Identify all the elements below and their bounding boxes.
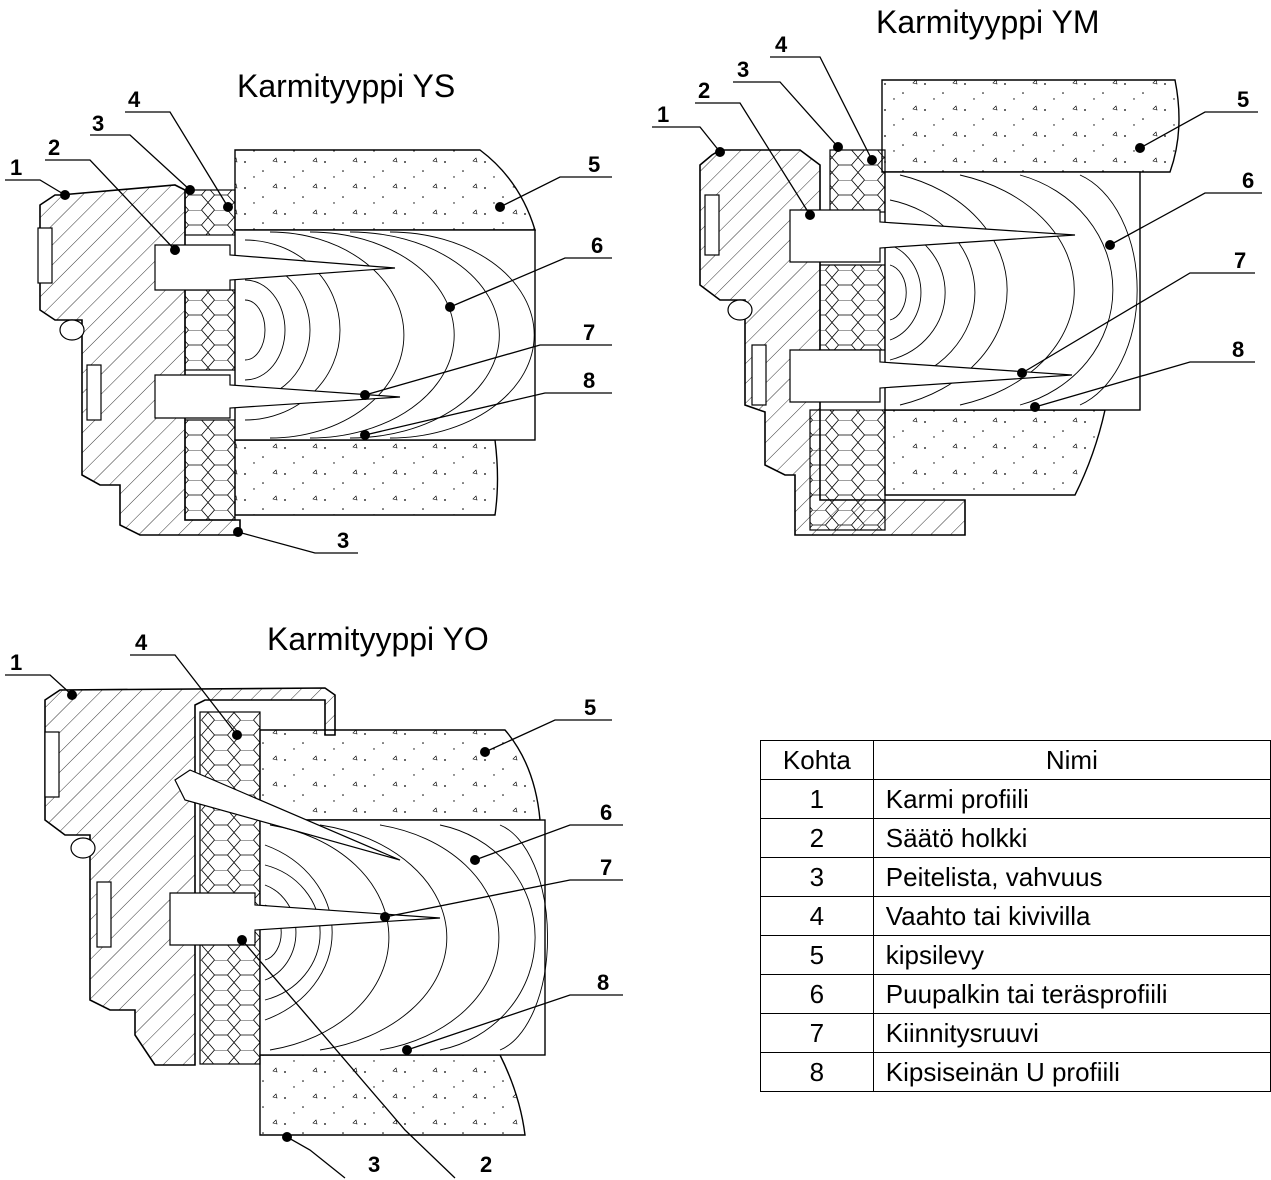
ym-gypsum-bottom [884,409,1106,496]
yo-leaders [5,654,623,1179]
ym-label-1: 1 [657,102,669,127]
ym-screw-2 [789,349,1073,403]
legend-kohta: 4 [760,896,874,936]
ys-label-3: 3 [92,111,104,136]
diagram-ym: Karmityyppi YM [652,4,1262,536]
legend-kohta: 5 [760,935,874,975]
ym-dots [715,142,1145,412]
ys-dots [60,185,505,537]
ym-frame-slot-2 [751,344,767,406]
ys-leaders [5,111,612,554]
ys-label-8: 8 [583,368,595,393]
legend-header-nimi: Nimi [872,740,1271,780]
ys-insulation-bottom [184,419,236,521]
ym-label-3: 3 [737,57,749,82]
legend-kohta: 1 [760,779,874,819]
legend-kohta: 8 [760,1052,874,1092]
ym-stud-rings [889,174,1138,406]
ym-label-4: 4 [775,32,788,57]
ys-seal [59,319,85,341]
ym-insulation-bottom [809,409,886,531]
legend-header-row: Kohta Nimi [760,740,1271,780]
ys-gypsum-bottom [234,439,499,516]
legend-nimi: Puupalkin tai teräsprofiili [872,974,1271,1014]
legend-nimi: Kipsiseinän U profiili [872,1052,1271,1092]
ys-frame-slot-1 [37,227,53,284]
diagram-yo-title: Karmityyppi YO [267,621,489,657]
yo-frame-slot-1 [44,731,60,798]
legend-kohta: 3 [760,857,874,897]
yo-gypsum-bottom [259,1054,526,1136]
ys-label-1: 1 [10,155,22,180]
ym-gypsum-top [881,79,1180,173]
ym-label-2: 2 [698,78,710,103]
ym-label-5: 5 [1237,87,1249,112]
legend-kohta: 2 [760,818,874,858]
ys-insulation-mid [184,289,236,371]
ys-label-4: 4 [128,87,141,112]
yo-label-8: 8 [597,970,609,995]
ym-leaders [652,56,1262,408]
yo-screw-angled [174,769,401,861]
yo-label-2: 2 [480,1152,492,1177]
diagram-ys: Karmityyppi YS [5,68,612,554]
legend-nimi: Peitelista, vahvuus [872,857,1271,897]
ys-insulation-top [184,189,236,236]
ys-frame-slot-2 [86,364,102,421]
yo-screw-main [169,892,441,946]
ym-insulation-mid [819,264,886,351]
ys-label-5: 5 [588,152,600,177]
yo-stud [259,819,546,1056]
yo-label-5: 5 [584,695,596,720]
legend-kohta: 7 [760,1013,874,1053]
yo-gypsum-top [259,729,541,821]
ys-gypsum-top [234,149,536,231]
diagram-yo: Karmityyppi YO [5,621,623,1179]
legend-nimi: Kiinnitysruuvi [872,1013,1271,1053]
yo-label-3: 3 [368,1152,380,1177]
ys-screw-1 [154,244,396,291]
ym-label-7: 7 [1234,248,1246,273]
diagram-ys-title: Karmityyppi YS [237,68,455,104]
ym-frame-slot-1 [704,194,720,256]
ym-screw-1 [789,209,1076,263]
legend-nimi: Säätö holkki [872,818,1271,858]
ym-frame-profile [699,149,966,536]
ym-seal [727,299,753,321]
yo-seal [70,837,96,859]
ys-label-7: 7 [583,320,595,345]
legend-kohta: 6 [760,974,874,1014]
yo-label-7: 7 [600,855,612,880]
ys-screw-2 [154,374,401,419]
yo-insulation [199,711,261,1065]
ys-label-3b: 3 [337,528,349,553]
yo-label-6: 6 [600,800,612,825]
yo-frame-slot-2 [96,881,112,948]
ys-frame-profile [39,184,241,536]
yo-label-1: 1 [10,650,22,675]
diagram-ym-title: Karmityyppi YM [876,4,1099,40]
ys-label-2: 2 [48,135,60,160]
yo-label-4: 4 [135,630,148,655]
ys-label-6: 6 [591,233,603,258]
yo-dots [67,690,490,1142]
ym-label-6: 6 [1242,168,1254,193]
legend-nimi: kipsilevy [872,935,1271,975]
legend-header-kohta: Kohta [760,740,874,780]
ym-label-8: 8 [1232,337,1244,362]
legend-nimi: Vaahto tai kivivilla [872,896,1271,936]
legend-nimi: Karmi profiili [872,779,1271,819]
